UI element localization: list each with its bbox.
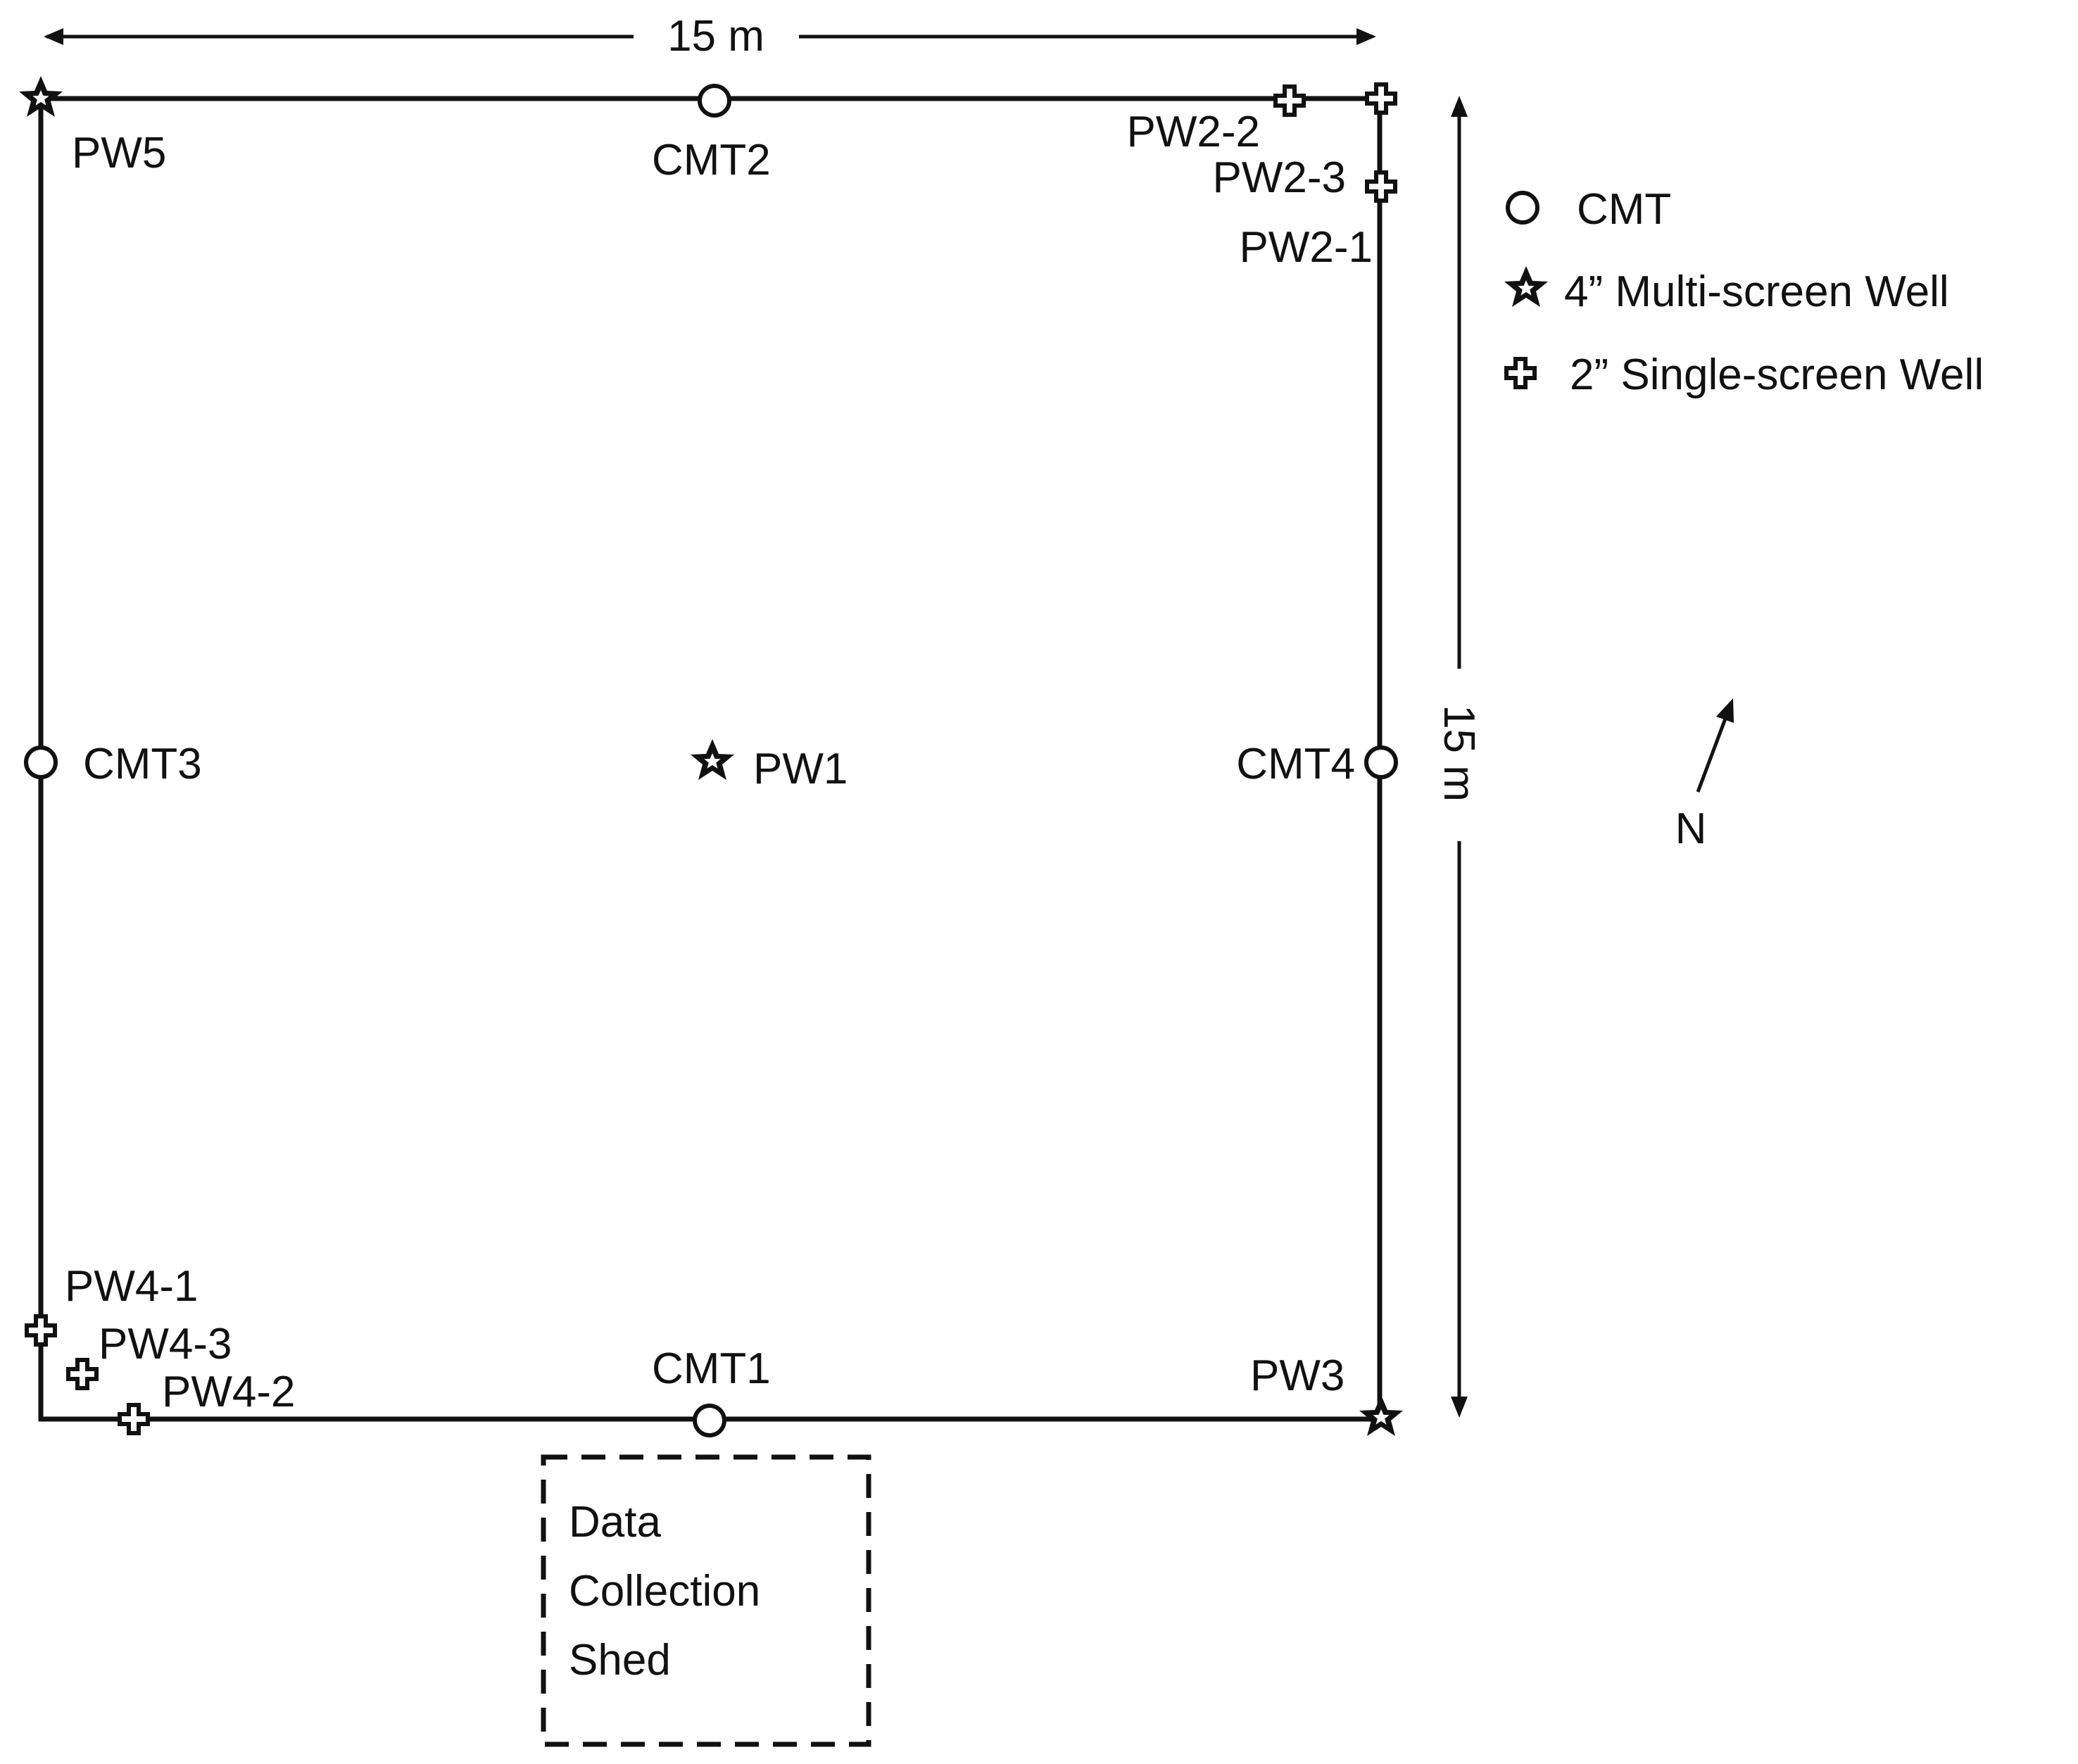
height-dimension: 15 m bbox=[1435, 96, 1483, 1418]
legend: CMT 4” Multi-screen Well 2” Single-scree… bbox=[1504, 185, 1984, 399]
cmt4-marker bbox=[1364, 745, 1398, 779]
north-label: N bbox=[1675, 805, 1707, 853]
pw2-3-cross-icon bbox=[1367, 172, 1395, 201]
data-collection-shed bbox=[541, 1454, 871, 1747]
width-dimension: 15 m bbox=[44, 12, 1376, 61]
legend-cross-icon bbox=[1506, 359, 1535, 387]
height-label: 15 m bbox=[1435, 705, 1483, 802]
shed-label-line3: Shed bbox=[569, 1636, 671, 1684]
width-label: 15 m bbox=[667, 12, 764, 61]
legend-cmt-label: CMT bbox=[1577, 185, 1671, 234]
pw2-2-label: PW2-2 bbox=[1127, 108, 1260, 156]
cmt1-label: CMT1 bbox=[652, 1344, 771, 1393]
pw4-1-label: PW4-1 bbox=[65, 1262, 198, 1311]
cmt3-marker bbox=[24, 745, 58, 779]
pw2-2-cross-icon bbox=[1276, 87, 1304, 115]
pw4-1-cross-icon bbox=[27, 1316, 55, 1344]
north-arrow: N bbox=[1675, 698, 1734, 853]
cmt3-label: CMT3 bbox=[83, 740, 202, 788]
pw3-label: PW3 bbox=[1250, 1352, 1345, 1400]
pw4-2-label: PW4-2 bbox=[162, 1368, 295, 1416]
pw2-3-label: PW2-3 bbox=[1213, 153, 1346, 202]
legend-multi-screen-label: 4” Multi-screen Well bbox=[1564, 267, 1949, 316]
pw3-star-icon bbox=[1359, 1395, 1403, 1436]
cmt2-marker bbox=[698, 84, 731, 118]
legend-cmt-icon bbox=[1506, 191, 1539, 225]
pw5-label: PW5 bbox=[72, 129, 166, 177]
pw2-1-label: PW2-1 bbox=[1240, 223, 1373, 272]
pw2-corner-cross-icon bbox=[1367, 84, 1395, 113]
pw1-star-icon bbox=[691, 739, 734, 780]
cmt4-label: CMT4 bbox=[1236, 740, 1355, 788]
legend-star-icon bbox=[1504, 266, 1548, 307]
shed-label-line2: Collection bbox=[569, 1567, 760, 1615]
pw4-3-label: PW4-3 bbox=[99, 1320, 232, 1368]
shed-label-line1: Data bbox=[569, 1498, 661, 1546]
cmt1-marker bbox=[693, 1404, 726, 1437]
cmt2-label: CMT2 bbox=[652, 136, 771, 184]
pw1-label: PW1 bbox=[753, 745, 848, 793]
pw4-2-cross-icon bbox=[120, 1405, 148, 1433]
pw4-3-cross-icon bbox=[68, 1360, 96, 1388]
legend-single-screen-label: 2” Single-screen Well bbox=[1570, 351, 1984, 399]
